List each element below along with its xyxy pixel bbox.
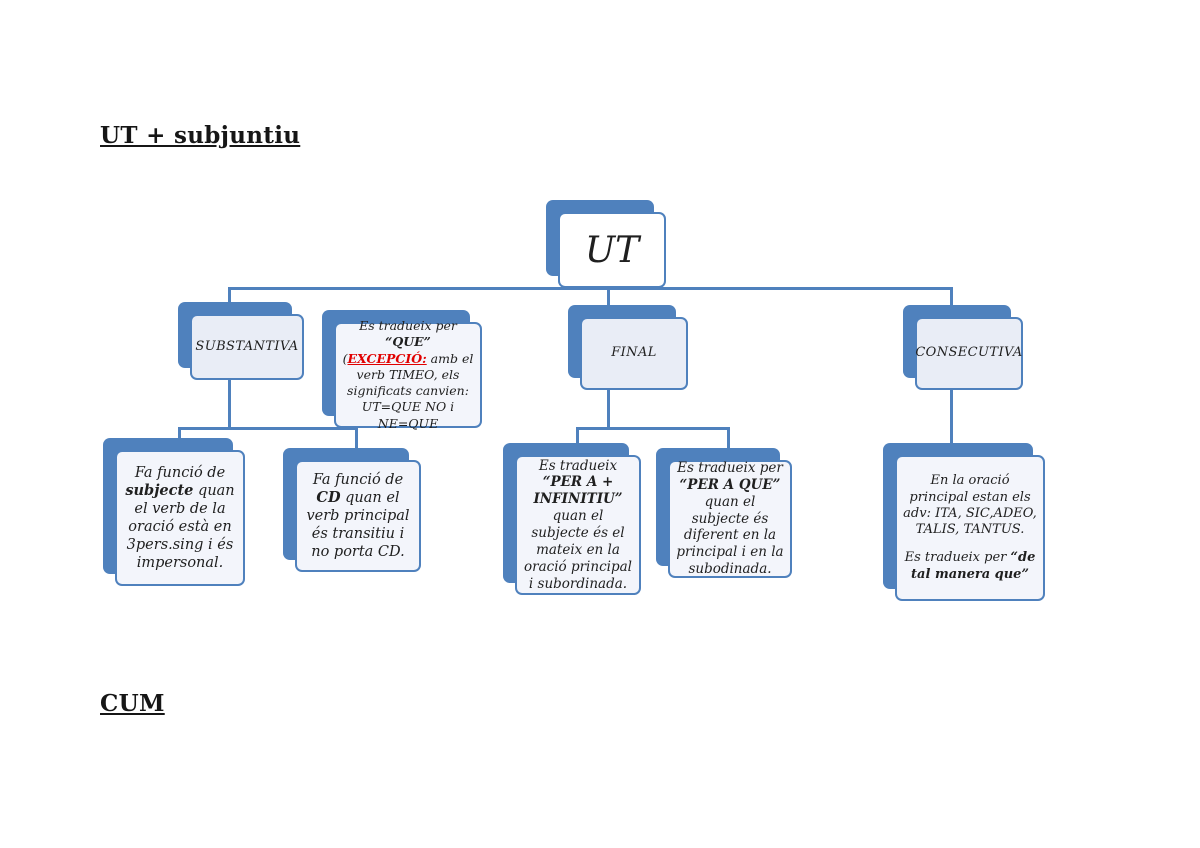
node-ut-box: UT: [558, 212, 666, 288]
connector-consecutiva-stem: [950, 388, 953, 455]
node-substantiva-callout-text: Es tradueix per “QUE” (EXCEPCIÓ: amb el …: [342, 318, 474, 431]
node-substantiva-callout-box: Es tradueix per “QUE” (EXCEPCIÓ: amb el …: [334, 318, 482, 431]
node-leaf-infinitiu: Es tradueix “PER A + INFINITIU” quan el …: [503, 443, 641, 595]
node-leaf-consecutiva-box: En la oració principal estan els adv: IT…: [895, 455, 1045, 601]
connector-final-drop: [607, 287, 610, 319]
node-substantiva-label: SUBSTANTIVA: [195, 338, 299, 354]
node-leaf-subjecte: Fa funció de subjecte quan el verb de la…: [103, 438, 245, 586]
connector-substantiva-children-horizontal: [178, 427, 358, 430]
connector-cd-drop: [355, 427, 358, 462]
node-leaf-consecutiva-paragraph-2: Es tradueix per “de tal manera que”: [904, 550, 1036, 582]
heading-ut-subjuntiu: UT + subjuntiu: [100, 122, 301, 149]
connector-final-stem: [607, 388, 610, 427]
node-final-label: FINAL: [611, 345, 657, 361]
connector-substantiva-stem: [228, 378, 231, 427]
node-leaf-consecutiva-paragraph-1: En la oració principal estan els adv: IT…: [903, 473, 1037, 537]
node-substantiva: SUBSTANTIVA: [178, 302, 304, 380]
node-leaf-cd-box: Fa funció de CD quan el verb principal é…: [295, 460, 421, 572]
node-leaf-consecutiva: En la oració principal estan els adv: IT…: [883, 443, 1045, 601]
connector-substantiva-drop: [228, 287, 231, 315]
connector-final-children-horizontal: [576, 427, 730, 430]
node-consecutiva-label: CONSECUTIVA: [915, 345, 1023, 361]
node-leaf-peraque-box: Es tradueix per “PER A QUE” quan el subj…: [668, 460, 792, 578]
node-leaf-infinitiu-text: Es tradueix “PER A + INFINITIU” quan el …: [524, 457, 632, 592]
node-leaf-peraque-text: Es tradueix per “PER A QUE” quan el subj…: [676, 459, 784, 578]
node-consecutiva: CONSECUTIVA: [903, 305, 1023, 390]
node-leaf-subjecte-text: Fa funció de subjecte quan el verb de la…: [125, 464, 235, 572]
node-leaf-cd-text: Fa funció de CD quan el verb principal é…: [306, 471, 410, 561]
node-ut-label: UT: [584, 229, 640, 271]
node-substantiva-callout: Es tradueix per “QUE” (EXCEPCIÓ: amb el …: [322, 310, 482, 431]
heading-cum: CUM: [100, 690, 165, 717]
node-leaf-infinitiu-box: Es tradueix “PER A + INFINITIU” quan el …: [515, 455, 641, 595]
node-leaf-peraque: Es tradueix per “PER A QUE” quan el subj…: [656, 448, 792, 578]
node-ut: UT: [546, 200, 666, 288]
node-consecutiva-box: CONSECUTIVA: [915, 317, 1023, 390]
node-final-box: FINAL: [580, 317, 688, 390]
connector-main-horizontal: [228, 287, 953, 290]
node-leaf-subjecte-box: Fa funció de subjecte quan el verb de la…: [115, 450, 245, 586]
node-substantiva-box: SUBSTANTIVA: [190, 314, 304, 380]
node-leaf-cd: Fa funció de CD quan el verb principal é…: [283, 448, 421, 572]
connector-infinitiu-drop: [576, 427, 579, 457]
connector-consecutiva-drop: [950, 287, 953, 319]
connector-peraque-drop: [727, 427, 730, 462]
node-final: FINAL: [568, 305, 688, 390]
